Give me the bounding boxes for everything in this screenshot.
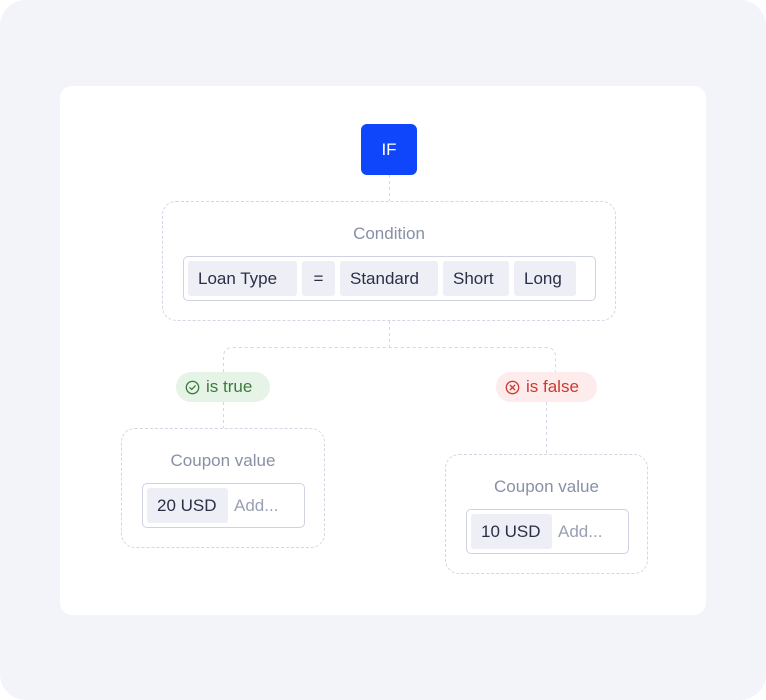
- if-node[interactable]: IF: [361, 124, 417, 175]
- check-circle-icon: [185, 380, 200, 394]
- condition-value-chip[interactable]: Standard: [340, 261, 438, 296]
- condition-value-chip[interactable]: Long: [514, 261, 576, 296]
- coupon-value-chip[interactable]: 10 USD: [471, 514, 552, 549]
- condition-box: Condition Loan Type = Standard Short Lon…: [162, 201, 616, 321]
- x-circle-icon: [505, 380, 520, 394]
- condition-operator-chip[interactable]: =: [302, 261, 335, 296]
- is-false-badge: is false: [496, 372, 597, 402]
- coupon-box-true: Coupon value 20 USD: [121, 428, 325, 548]
- condition-expression[interactable]: Loan Type = Standard Short Long: [183, 256, 596, 301]
- condition-value-chip[interactable]: Short: [443, 261, 509, 296]
- if-node-label: IF: [381, 139, 397, 159]
- condition-title: Condition: [353, 224, 425, 243]
- coupon-add-input[interactable]: [558, 521, 628, 542]
- is-true-label: is true: [206, 377, 253, 396]
- coupon-title: Coupon value: [170, 451, 276, 470]
- is-false-label: is false: [526, 377, 579, 396]
- coupon-add-input[interactable]: [234, 495, 304, 516]
- condition-field-chip[interactable]: Loan Type: [188, 261, 297, 296]
- coupon-value-field[interactable]: 10 USD: [466, 509, 629, 554]
- coupon-title: Coupon value: [494, 477, 599, 496]
- coupon-value-chip[interactable]: 20 USD: [147, 488, 228, 523]
- is-true-badge: is true: [176, 372, 270, 402]
- coupon-value-field[interactable]: 20 USD: [142, 483, 305, 528]
- coupon-box-false: Coupon value 10 USD: [445, 454, 648, 574]
